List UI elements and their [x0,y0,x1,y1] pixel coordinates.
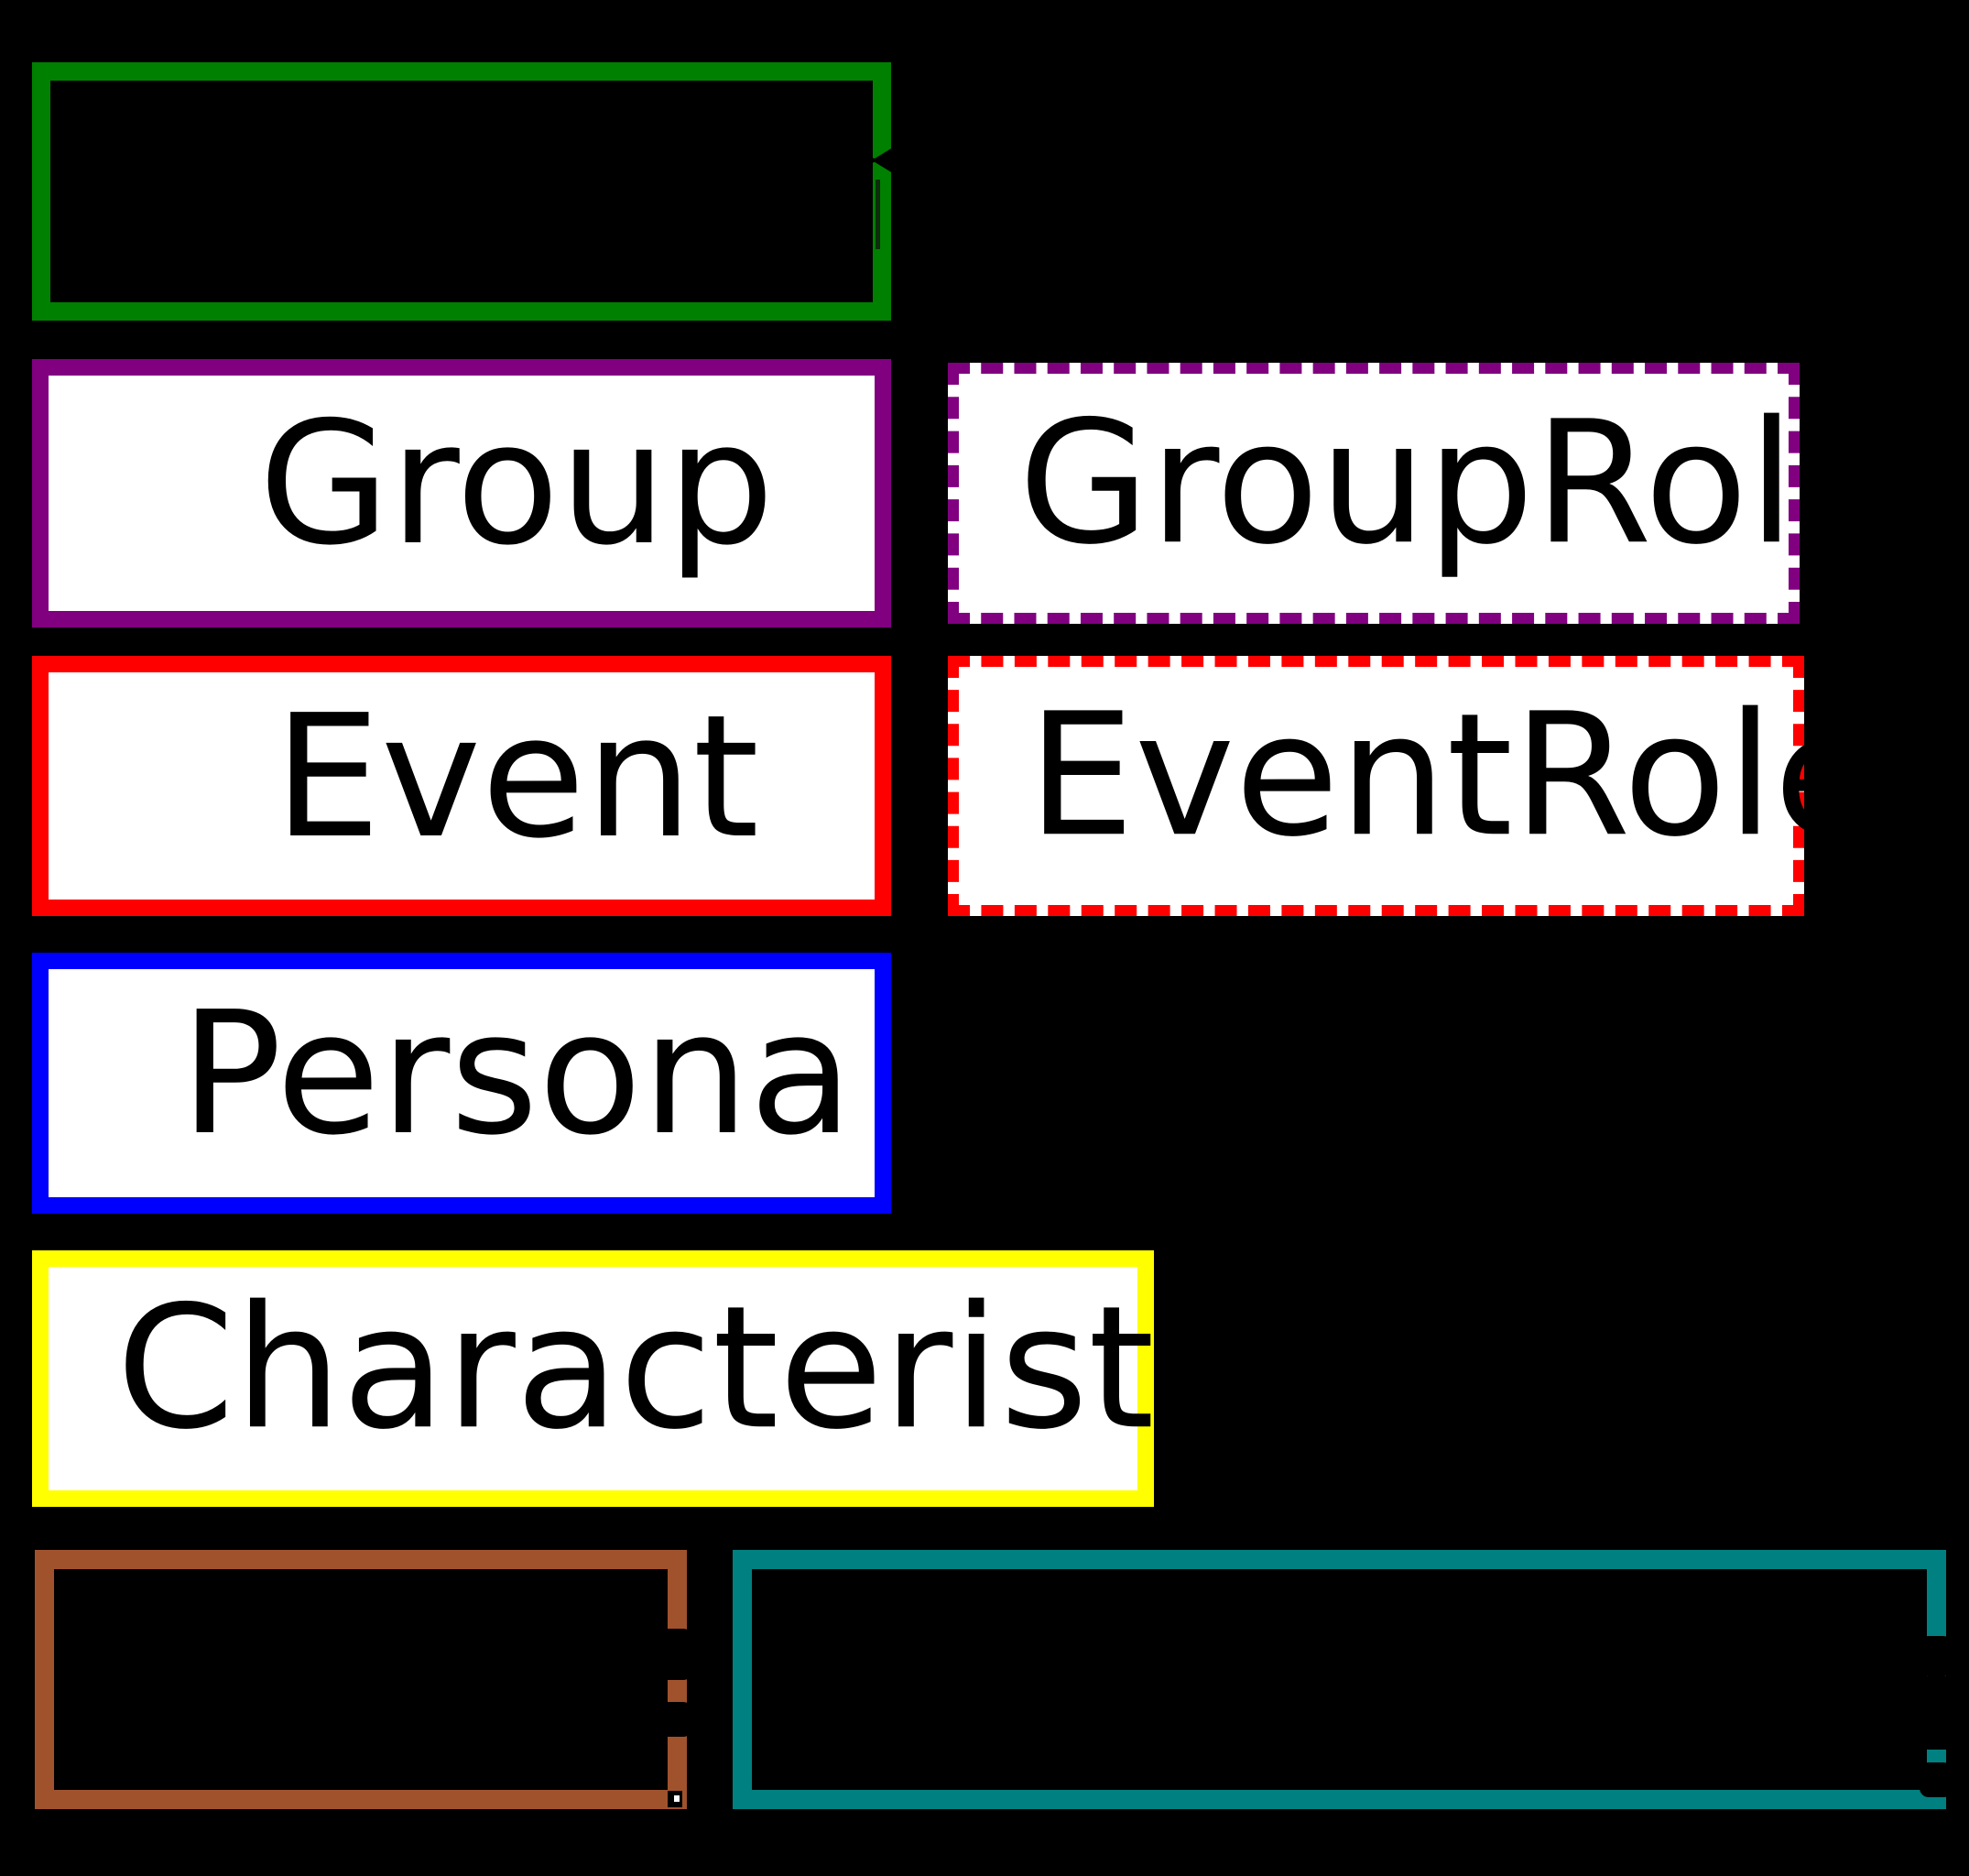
text-overflow-mark-teal-border-2 [1923,1676,1951,1750]
text-overflow-faint-line-green [876,180,880,249]
entity-box-group-role: GroupRole [948,363,1899,624]
text-overflow-mark-teal-border-3 [1920,1762,1953,1797]
entity-box-characteristic: Characteristic [32,1250,1295,1507]
white-speck [674,1795,680,1802]
entity-box-event-role: EventRole [948,656,1878,916]
event-role-label: EventRole [1028,676,1878,875]
text-overflow-mark-brown-corner [668,1791,682,1807]
text-overflow-mark-brown-border-2 [659,1702,692,1737]
persona-label: Persona [179,975,854,1173]
text-overflow-mark-teal-border-1 [1920,1636,1953,1676]
entity-box-persona: Persona [32,953,891,1214]
entity-box-group: Group [32,359,891,627]
group-label: Group [258,385,775,584]
entity-box-unlabeled-top [32,62,891,321]
entity-box-unlabeled-bottom-left [35,1550,687,1809]
event-label: Event [274,677,759,876]
text-overflow-mark-brown-border-1 [659,1629,692,1680]
characteristic-label: Characteristic [116,1269,1295,1467]
group-role-label: GroupRole [1018,383,1899,582]
entity-box-event: Event [32,656,891,916]
entity-box-unlabeled-bottom-right [733,1550,1946,1809]
